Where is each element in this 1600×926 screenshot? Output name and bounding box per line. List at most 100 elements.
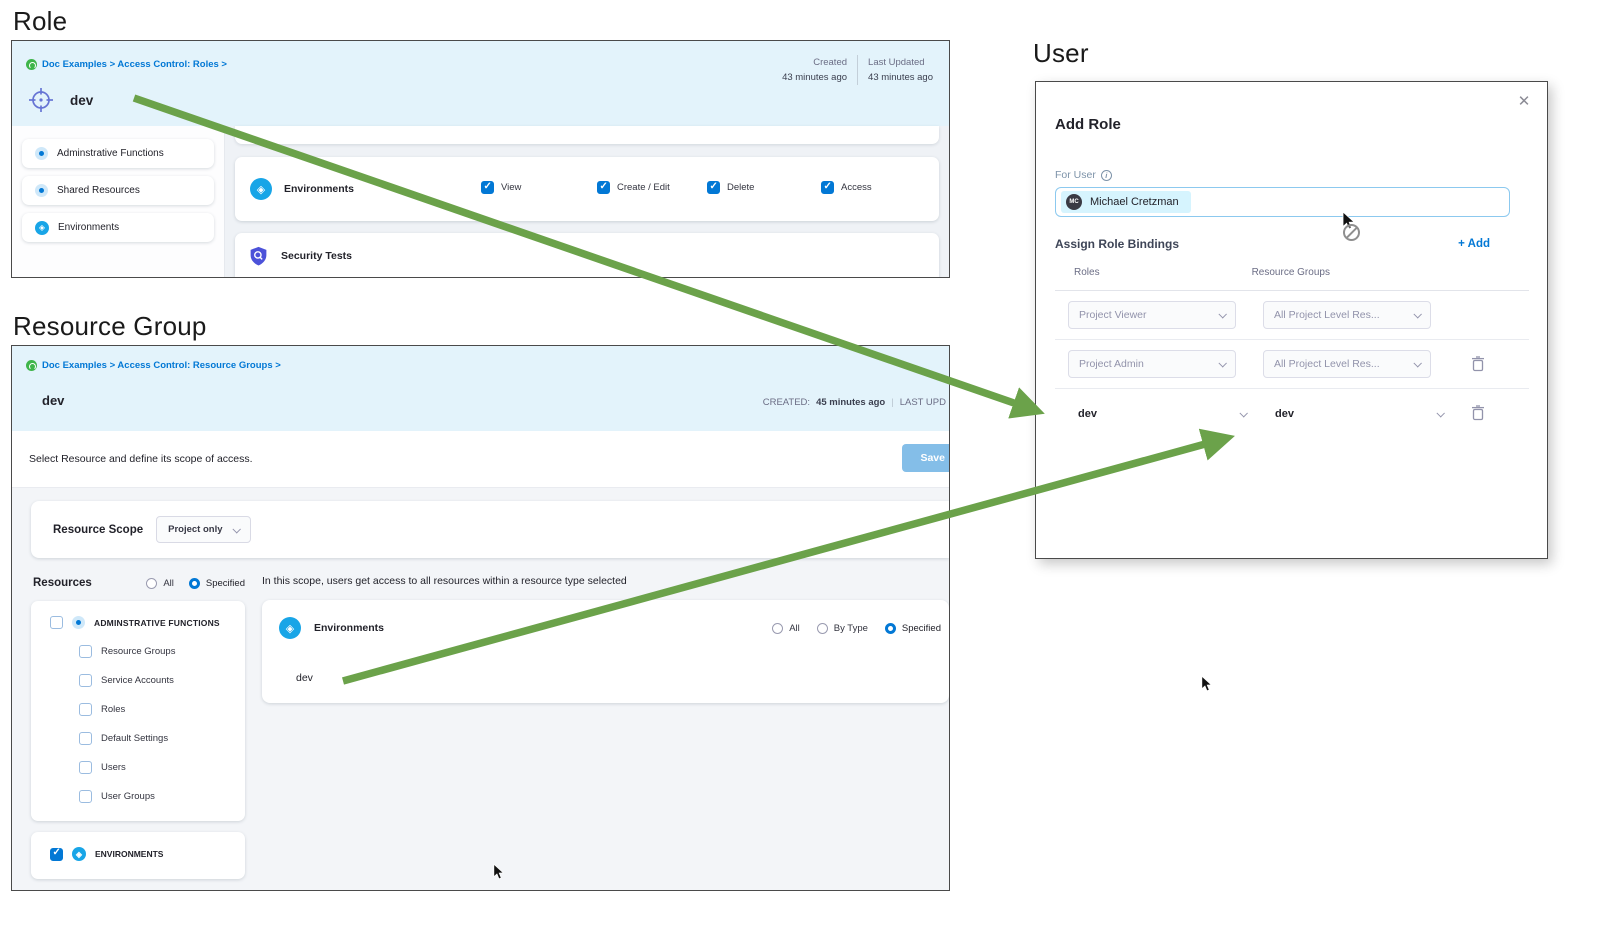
role-breadcrumb[interactable]: Doc Examples > Access Control: Roles > bbox=[26, 59, 227, 70]
tree-child-roles[interactable]: Roles bbox=[31, 695, 245, 724]
tree-child-service-accounts[interactable]: Service Accounts bbox=[31, 666, 245, 695]
administrative-functions-icon bbox=[35, 147, 48, 160]
role-select[interactable]: Project Admin bbox=[1068, 350, 1236, 378]
sidebar-item-label: Shared Resources bbox=[57, 185, 140, 196]
permission-view[interactable]: View bbox=[481, 181, 521, 194]
environments-checkbox[interactable] bbox=[50, 847, 63, 861]
scope-radio-specified[interactable]: Specified bbox=[884, 622, 941, 634]
project-logo-icon bbox=[26, 360, 37, 371]
role-breadcrumb-text[interactable]: Doc Examples > Access Control: Roles > bbox=[42, 59, 227, 70]
radio-label: By Type bbox=[833, 622, 868, 634]
for-user-label: For User bbox=[1055, 169, 1096, 181]
tree-child-default-settings[interactable]: Default Settings bbox=[31, 724, 245, 753]
delete-binding-icon[interactable] bbox=[1471, 405, 1485, 421]
resource-group-breadcrumb[interactable]: Doc Examples > Access Control: Resource … bbox=[26, 360, 281, 371]
resource-group-breadcrumb-text[interactable]: Doc Examples > Access Control: Resource … bbox=[42, 360, 281, 371]
tree-child-user-groups[interactable]: User Groups bbox=[31, 782, 245, 811]
environments-tree-card: ◈ ENVIRONMENTS bbox=[31, 832, 245, 879]
resource-scope-card: Resource Scope Project only bbox=[31, 501, 949, 558]
tree-parent-administrative-functions[interactable]: ADMINSTRATIVE FUNCTIONS bbox=[31, 616, 245, 629]
permission-create-edit[interactable]: Create / Edit bbox=[597, 181, 670, 194]
chevron-down-icon bbox=[231, 524, 241, 534]
resource-group-select-dev[interactable]: dev bbox=[1275, 407, 1445, 420]
selected-user-chip[interactable]: MC Michael Cretzman bbox=[1061, 191, 1191, 213]
scope-resource-name: Environments bbox=[314, 622, 385, 634]
resource-group-header: Doc Examples > Access Control: Resource … bbox=[12, 346, 949, 431]
delete-binding-icon[interactable] bbox=[1471, 356, 1485, 372]
resource-scope-value: Project only bbox=[168, 524, 223, 535]
sidebar-item-administrative-functions[interactable]: Adminstrative Functions bbox=[22, 139, 214, 168]
save-button[interactable]: Save bbox=[902, 444, 949, 472]
radio-icon[interactable] bbox=[146, 577, 158, 589]
access-checkbox[interactable] bbox=[821, 181, 834, 194]
tree-parent-environments[interactable]: ◈ ENVIRONMENTS bbox=[31, 847, 245, 861]
create-edit-checkbox[interactable] bbox=[597, 181, 610, 194]
resources-radio-all[interactable]: All bbox=[146, 577, 174, 589]
tree-child-label: Resource Groups bbox=[101, 646, 176, 657]
tree-parent-label: ENVIRONMENTS bbox=[95, 849, 164, 859]
permission-resource-name: Security Tests bbox=[281, 250, 353, 262]
checkbox-label: Create / Edit bbox=[617, 182, 670, 193]
scope-radio-by-type[interactable]: By Type bbox=[816, 622, 868, 634]
users-checkbox[interactable] bbox=[79, 761, 92, 774]
binding-row-project-admin: Project Admin All Project Level Res... bbox=[1055, 340, 1529, 389]
user-name: Michael Cretzman bbox=[1090, 196, 1179, 208]
administrative-functions-checkbox[interactable] bbox=[50, 616, 63, 629]
mouse-cursor bbox=[493, 864, 505, 880]
tree-child-resource-groups[interactable]: Resource Groups bbox=[31, 637, 245, 666]
radio-icon[interactable] bbox=[816, 622, 828, 634]
sidebar-item-environments[interactable]: ◈ Environments bbox=[22, 213, 214, 242]
specified-environment-dev[interactable]: dev bbox=[296, 672, 313, 684]
default-settings-checkbox[interactable] bbox=[79, 732, 92, 745]
radio-icon[interactable] bbox=[884, 622, 896, 634]
tree-child-users[interactable]: Users bbox=[31, 753, 245, 782]
environments-icon: ◈ bbox=[250, 178, 272, 200]
resource-group-select-value: dev bbox=[1275, 407, 1294, 420]
service-accounts-checkbox[interactable] bbox=[79, 674, 92, 687]
permission-access[interactable]: Access bbox=[821, 181, 872, 194]
resource-group-select[interactable]: All Project Level Res... bbox=[1263, 350, 1431, 378]
scope-radio-all[interactable]: All bbox=[772, 622, 800, 634]
user-groups-checkbox[interactable] bbox=[79, 790, 92, 803]
blocked-cursor-icon bbox=[1343, 224, 1360, 241]
binding-row-project-viewer: Project Viewer All Project Level Res... bbox=[1055, 291, 1529, 340]
role-select[interactable]: Project Viewer bbox=[1068, 301, 1236, 329]
resource-groups-checkbox[interactable] bbox=[79, 645, 92, 658]
add-binding-button[interactable]: + Add bbox=[1458, 238, 1490, 250]
roles-checkbox[interactable] bbox=[79, 703, 92, 716]
permission-resource-name: Environments bbox=[284, 183, 355, 195]
resource-group-select-value: All Project Level Res... bbox=[1274, 358, 1380, 370]
info-icon[interactable] bbox=[1100, 169, 1112, 181]
radio-icon[interactable] bbox=[772, 622, 784, 634]
radio-label: All bbox=[163, 577, 174, 589]
checkbox-label: View bbox=[501, 182, 522, 193]
environments-icon: ◈ bbox=[35, 220, 49, 235]
user-select-input[interactable]: MC Michael Cretzman bbox=[1055, 187, 1510, 217]
checkbox-label: Delete bbox=[727, 182, 755, 193]
binding-row-dev: dev dev bbox=[1055, 389, 1529, 438]
sidebar-item-shared-resources[interactable]: Shared Resources bbox=[22, 176, 214, 205]
resources-radio-specified[interactable]: Specified bbox=[188, 577, 245, 589]
role-header: Doc Examples > Access Control: Roles > d… bbox=[12, 41, 949, 126]
resource-group-select[interactable]: All Project Level Res... bbox=[1263, 301, 1431, 329]
radio-icon[interactable] bbox=[188, 577, 200, 589]
close-icon[interactable] bbox=[1516, 94, 1532, 110]
permission-delete[interactable]: Delete bbox=[707, 181, 754, 194]
radio-label: All bbox=[789, 622, 800, 634]
delete-checkbox[interactable] bbox=[707, 181, 720, 194]
role-target-icon bbox=[29, 88, 53, 112]
role-select-dev[interactable]: dev bbox=[1078, 408, 1248, 420]
shared-resources-icon bbox=[35, 184, 48, 197]
resource-scope-label: Resource Scope bbox=[53, 523, 144, 536]
resources-label: Resources bbox=[33, 577, 92, 589]
project-logo-icon bbox=[26, 59, 37, 70]
role-resource-sidebar: Adminstrative Functions Shared Resources… bbox=[12, 126, 225, 277]
scope-note: In this scope, users get access to all r… bbox=[262, 575, 627, 587]
resource-scope-select[interactable]: Project only bbox=[156, 516, 251, 543]
resource-group-name: dev bbox=[42, 393, 65, 408]
resource-groups-column-header: Resource Groups bbox=[1251, 267, 1330, 278]
environments-permission-row: ◈ Environments View Create / Edit Delete bbox=[235, 157, 939, 221]
view-checkbox[interactable] bbox=[481, 181, 494, 194]
roles-column-header: Roles bbox=[1074, 267, 1100, 278]
role-name: dev bbox=[70, 92, 94, 108]
